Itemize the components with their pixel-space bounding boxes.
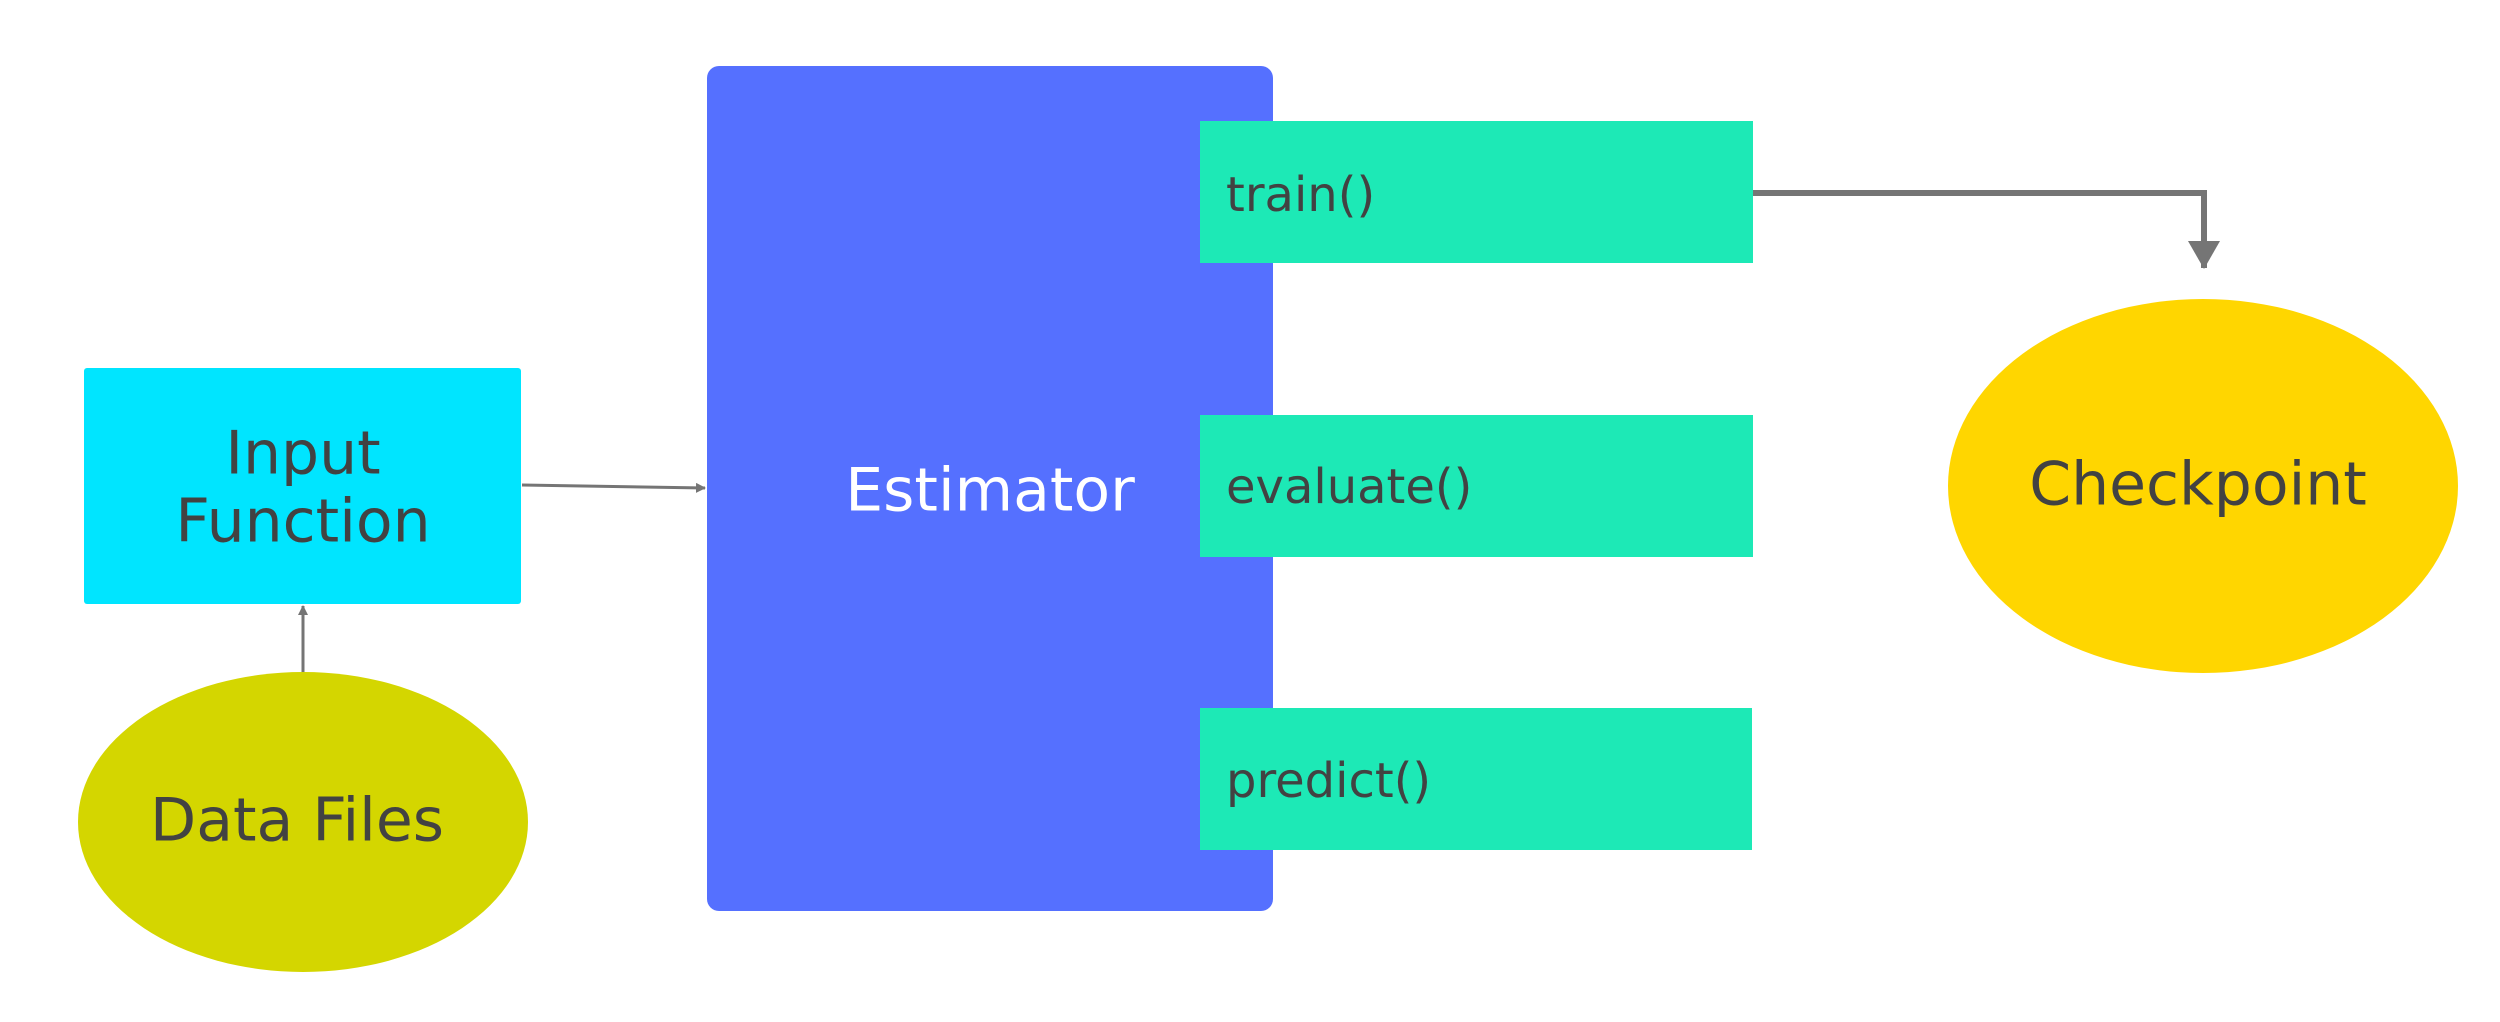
evaluate-method-box [1200, 415, 1753, 557]
predict-method-label: predict() [1226, 753, 1431, 809]
evaluate-method: evaluate() [1200, 415, 1753, 557]
checkpoint-label: Checkpoint [2029, 450, 2367, 520]
data-files-ellipse [78, 672, 528, 972]
train-to-checkpoint-arrow [1753, 190, 2220, 269]
input-function-node: Input Function [84, 368, 521, 604]
evaluate-method-label: evaluate() [1226, 459, 1472, 515]
estimator-label: Estimator [845, 456, 1135, 526]
data-files-label: Data Files [150, 786, 444, 856]
estimator-block [707, 66, 1273, 911]
train-method-box [1200, 121, 1753, 263]
input-function-label-line2: Function [175, 487, 430, 557]
predict-method-box [1200, 708, 1752, 850]
checkpoint-ellipse [1948, 299, 2458, 673]
data-files-node: Data Files [78, 672, 528, 972]
checkpoint-node: Checkpoint [1948, 299, 2458, 673]
train-method: train() [1200, 121, 1753, 263]
input-function-box [84, 368, 521, 604]
train-method-label: train() [1226, 167, 1375, 223]
input-function-to-estimator-arrow [521, 482, 706, 493]
input-function-label-line1: Input [225, 419, 380, 489]
predict-method: predict() [1200, 708, 1752, 850]
